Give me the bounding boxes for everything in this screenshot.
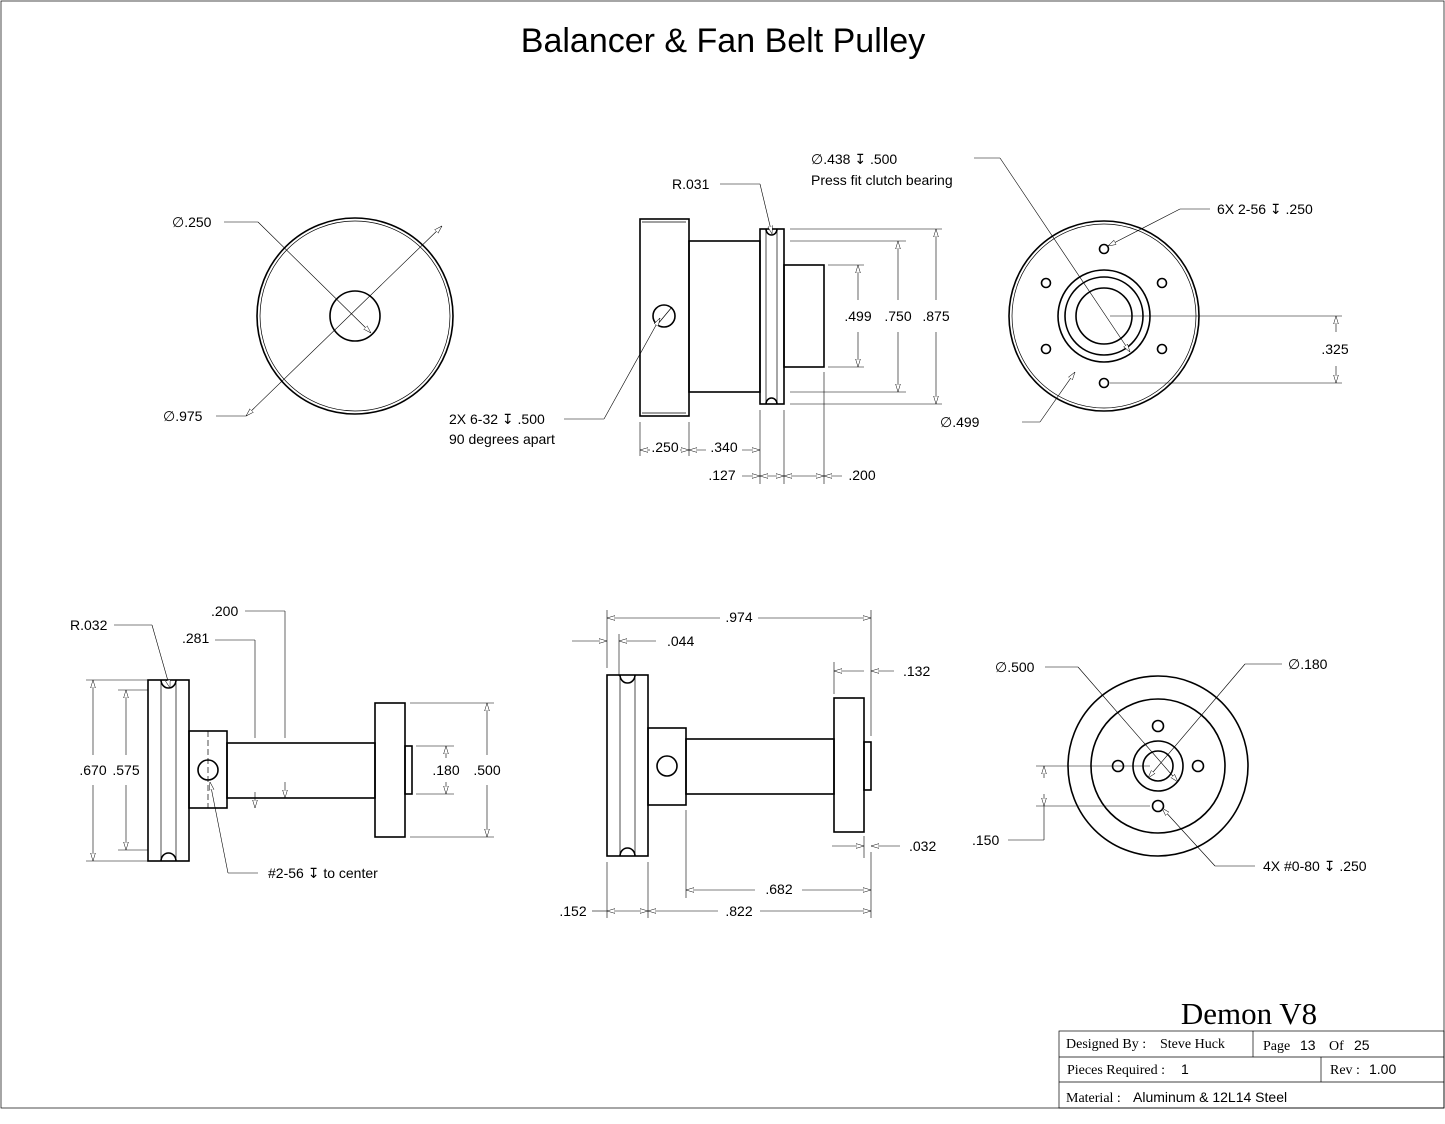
pieces-label: Pieces Required :: [1067, 1063, 1165, 1078]
dim-180: .180: [432, 762, 459, 778]
view3-diameter: ∅.499: [940, 414, 980, 430]
designed-by-label: Designed By :: [1066, 1037, 1146, 1052]
dim-044: .044: [667, 633, 694, 649]
rev-value: 1.00: [1369, 1061, 1396, 1077]
page-label: Page: [1263, 1039, 1290, 1054]
dim-032: .032: [909, 838, 936, 854]
view2-tap-note-2: 90 degrees apart: [449, 431, 555, 447]
dim-750: .750: [884, 308, 911, 324]
dim-875: .875: [922, 308, 949, 324]
dim-670: .670: [79, 762, 106, 778]
view6-holes-note: 4X #0-80 ↧ .250: [1263, 858, 1367, 874]
dim-499: .499: [844, 308, 871, 324]
brand-name: Demon V8: [1181, 996, 1317, 1031]
title-block: Demon V8 Designed By : Steve Huck Page 1…: [1058, 996, 1445, 1109]
view4-radius: R.032: [70, 617, 108, 633]
view2-balancer-side: R.031 2X 6-32 ↧ .500 90 degrees apart ∅.…: [449, 151, 953, 484]
view2-tap-note: 2X 6-32 ↧ .500: [449, 411, 545, 427]
view5-pulley-side: .974 .044 .132 .032 .682 .152 .822: [559, 609, 936, 919]
view4-tap-note: #2-56 ↧ to center: [268, 865, 378, 881]
view4-pulley-side: R.032 .200 .281 .670 .575 .180 .500 #: [70, 603, 501, 881]
page-number: 13: [1300, 1037, 1316, 1053]
dim-325: .325: [1321, 341, 1348, 357]
dim-340: .340: [710, 439, 737, 455]
view1-bore-diameter: ∅.250: [172, 214, 212, 230]
view3-balancer-back: 6X 2-56 ↧ .250 ∅.499 .325: [940, 157, 1349, 430]
dim-200-pulley: .200: [211, 603, 238, 619]
rev-label: Rev :: [1330, 1063, 1360, 1078]
material-value: Aluminum & 12L14 Steel: [1133, 1089, 1287, 1105]
view2-radius: R.031: [672, 176, 710, 192]
view6-pulley-front: ∅.500 ∅.180 4X #0-80 ↧ .250 .150: [972, 656, 1367, 874]
dim-281: .281: [182, 630, 209, 646]
view6-diameter-180: ∅.180: [1288, 656, 1328, 672]
page-total: 25: [1354, 1037, 1370, 1053]
view6-diameter-500: ∅.500: [995, 659, 1035, 675]
pieces-value: 1: [1181, 1061, 1189, 1077]
dim-132: .132: [903, 663, 930, 679]
view1-outer-diameter: ∅.975: [163, 408, 203, 424]
drawing-title: Balancer & Fan Belt Pulley: [521, 22, 925, 60]
dim-127: .127: [708, 467, 735, 483]
dim-250: .250: [651, 439, 678, 455]
dim-974: .974: [725, 609, 752, 625]
designed-by-value: Steve Huck: [1160, 1037, 1225, 1052]
view2-bore-note-2: Press fit clutch bearing: [811, 172, 953, 188]
dim-152: .152: [559, 903, 586, 919]
view2-bore-note: ∅.438 ↧ .500: [811, 151, 897, 167]
view1-balancer-front: ∅.250 ∅.975: [163, 214, 454, 424]
dim-575: .575: [112, 762, 139, 778]
dim-200: .200: [848, 467, 875, 483]
dim-500: .500: [473, 762, 500, 778]
dim-682: .682: [765, 881, 792, 897]
material-label: Material :: [1066, 1091, 1121, 1106]
dim-150: .150: [972, 832, 999, 848]
of-label: Of: [1329, 1039, 1344, 1054]
dim-822: .822: [725, 903, 752, 919]
view3-holes-note: 6X 2-56 ↧ .250: [1217, 201, 1313, 217]
